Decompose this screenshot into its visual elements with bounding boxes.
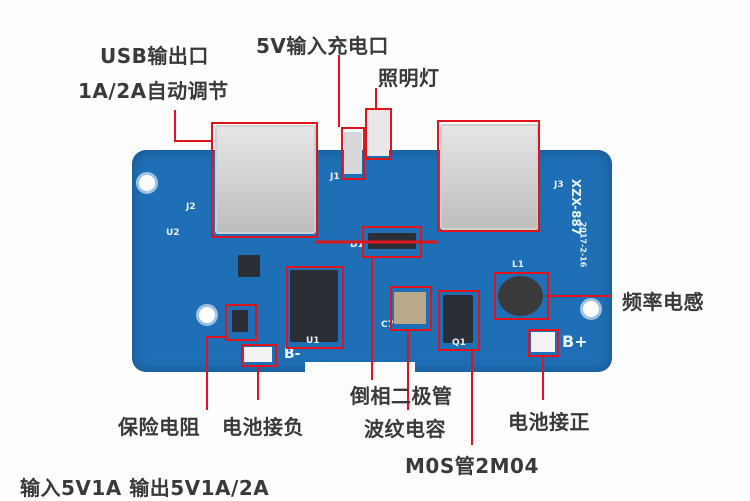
inductor-component bbox=[498, 276, 543, 316]
j1-silk: J1 bbox=[330, 172, 340, 182]
b-plus-silk: B+ bbox=[562, 332, 588, 351]
u1-silk: U1 bbox=[306, 336, 320, 346]
b-minus-silk: B- bbox=[284, 346, 301, 362]
capacitor-highlight bbox=[390, 286, 432, 331]
c7-silk: C7 bbox=[381, 320, 394, 330]
usb-left-highlight bbox=[211, 122, 318, 238]
u2-chip bbox=[238, 255, 260, 277]
fuse-resistor bbox=[232, 310, 248, 332]
batt-neg-pad bbox=[244, 347, 272, 362]
label-batt-pos: 电池接正 bbox=[508, 410, 590, 434]
label-capacitor: 波纹电容 bbox=[364, 417, 446, 441]
input-port-highlight bbox=[341, 127, 365, 180]
light-highlight bbox=[365, 108, 392, 160]
mount-hole bbox=[136, 172, 158, 194]
label-batt-neg: 电池接负 bbox=[222, 415, 304, 439]
usb-right-highlight bbox=[437, 120, 540, 232]
j2-silk: J2 bbox=[186, 202, 196, 212]
mosfet-chip bbox=[443, 295, 473, 343]
mount-hole bbox=[580, 298, 602, 320]
led-light bbox=[367, 110, 389, 156]
label-input-port: 5V输入充电口 bbox=[256, 34, 389, 58]
mosfet-highlight bbox=[438, 290, 480, 351]
label-inductor: 频率电感 bbox=[622, 290, 704, 314]
label-usb-output: USB输出口 bbox=[100, 44, 209, 68]
board-notch bbox=[305, 362, 415, 378]
label-mosfet: M0S管2M04 bbox=[405, 454, 539, 478]
fuse-highlight bbox=[225, 304, 257, 341]
j3-silk: J3 bbox=[554, 180, 564, 190]
mount-hole bbox=[196, 304, 218, 326]
d1-silk: D1 bbox=[350, 240, 364, 250]
label-spec: 输入5V1A 输出5V1A/2A bbox=[20, 476, 270, 500]
label-usb-auto: 1A/2A自动调节 bbox=[78, 79, 229, 103]
capacitors bbox=[394, 292, 426, 324]
micro-usb-port bbox=[344, 132, 362, 174]
l1-silk: L1 bbox=[512, 260, 524, 270]
q1-silk: Q1 bbox=[452, 338, 466, 348]
label-light: 照明灯 bbox=[378, 66, 440, 90]
leader-lines bbox=[174, 55, 612, 445]
usb-port-left bbox=[215, 125, 316, 234]
label-fuse: 保险电阻 bbox=[118, 415, 200, 439]
u1-chip bbox=[290, 270, 338, 342]
label-diode: 倒相二极管 bbox=[350, 384, 453, 408]
u1-highlight bbox=[286, 266, 344, 349]
u2-silk: U2 bbox=[166, 228, 180, 238]
batt-pos-pad bbox=[531, 332, 555, 352]
